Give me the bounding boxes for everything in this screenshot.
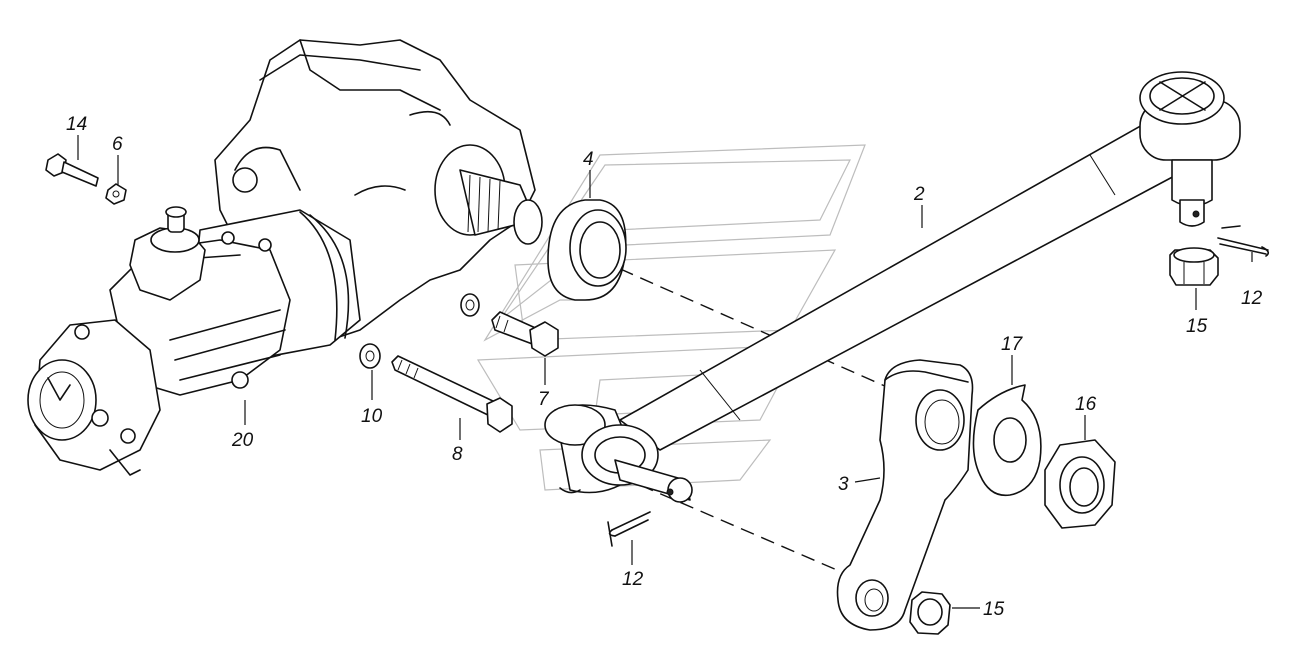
part-17-lock-washer <box>972 384 1042 497</box>
part-6-small-nut <box>105 183 127 205</box>
callout-8: 8 <box>452 444 463 465</box>
part-8-bolt <box>391 355 513 433</box>
part-2-drag-link <box>544 71 1241 503</box>
callout-12-lower: 12 <box>622 569 644 590</box>
part-15-castle-nut-lower <box>909 591 951 635</box>
callout-6: 6 <box>112 134 123 155</box>
callout-20: 20 <box>231 430 254 451</box>
part-4-seal-ring <box>547 199 627 301</box>
callout-17: 17 <box>1001 334 1024 355</box>
callout-2: 2 <box>913 184 925 205</box>
callout-7: 7 <box>538 389 550 410</box>
assembly-guide-lines <box>599 259 906 581</box>
callout-3: 3 <box>838 474 849 495</box>
callout-15-upper: 15 <box>1186 316 1208 337</box>
callout-15-lower: 15 <box>983 599 1005 620</box>
part-12-cotter-pin-upper <box>1217 225 1270 257</box>
leader-lines <box>77 135 1253 609</box>
part-7-bolt <box>491 311 559 357</box>
part-12-cotter-pin-lower <box>607 511 651 547</box>
part-3-pitman-arm <box>836 359 974 631</box>
part-15-castle-nut-upper <box>1169 247 1219 286</box>
steering-gear-housing <box>27 39 543 476</box>
part-16-hex-nut <box>1044 439 1116 529</box>
part-14-small-bolt <box>45 153 99 187</box>
callout-4: 4 <box>583 149 594 170</box>
callout-10: 10 <box>361 406 383 427</box>
callout-16: 16 <box>1075 394 1097 415</box>
callout-12-upper: 12 <box>1241 288 1263 309</box>
part-10-washers <box>359 293 480 369</box>
callout-14: 14 <box>66 114 87 135</box>
callout-labels: 14 6 4 2 12 15 17 16 7 10 8 20 3 12 15 <box>66 114 1263 620</box>
